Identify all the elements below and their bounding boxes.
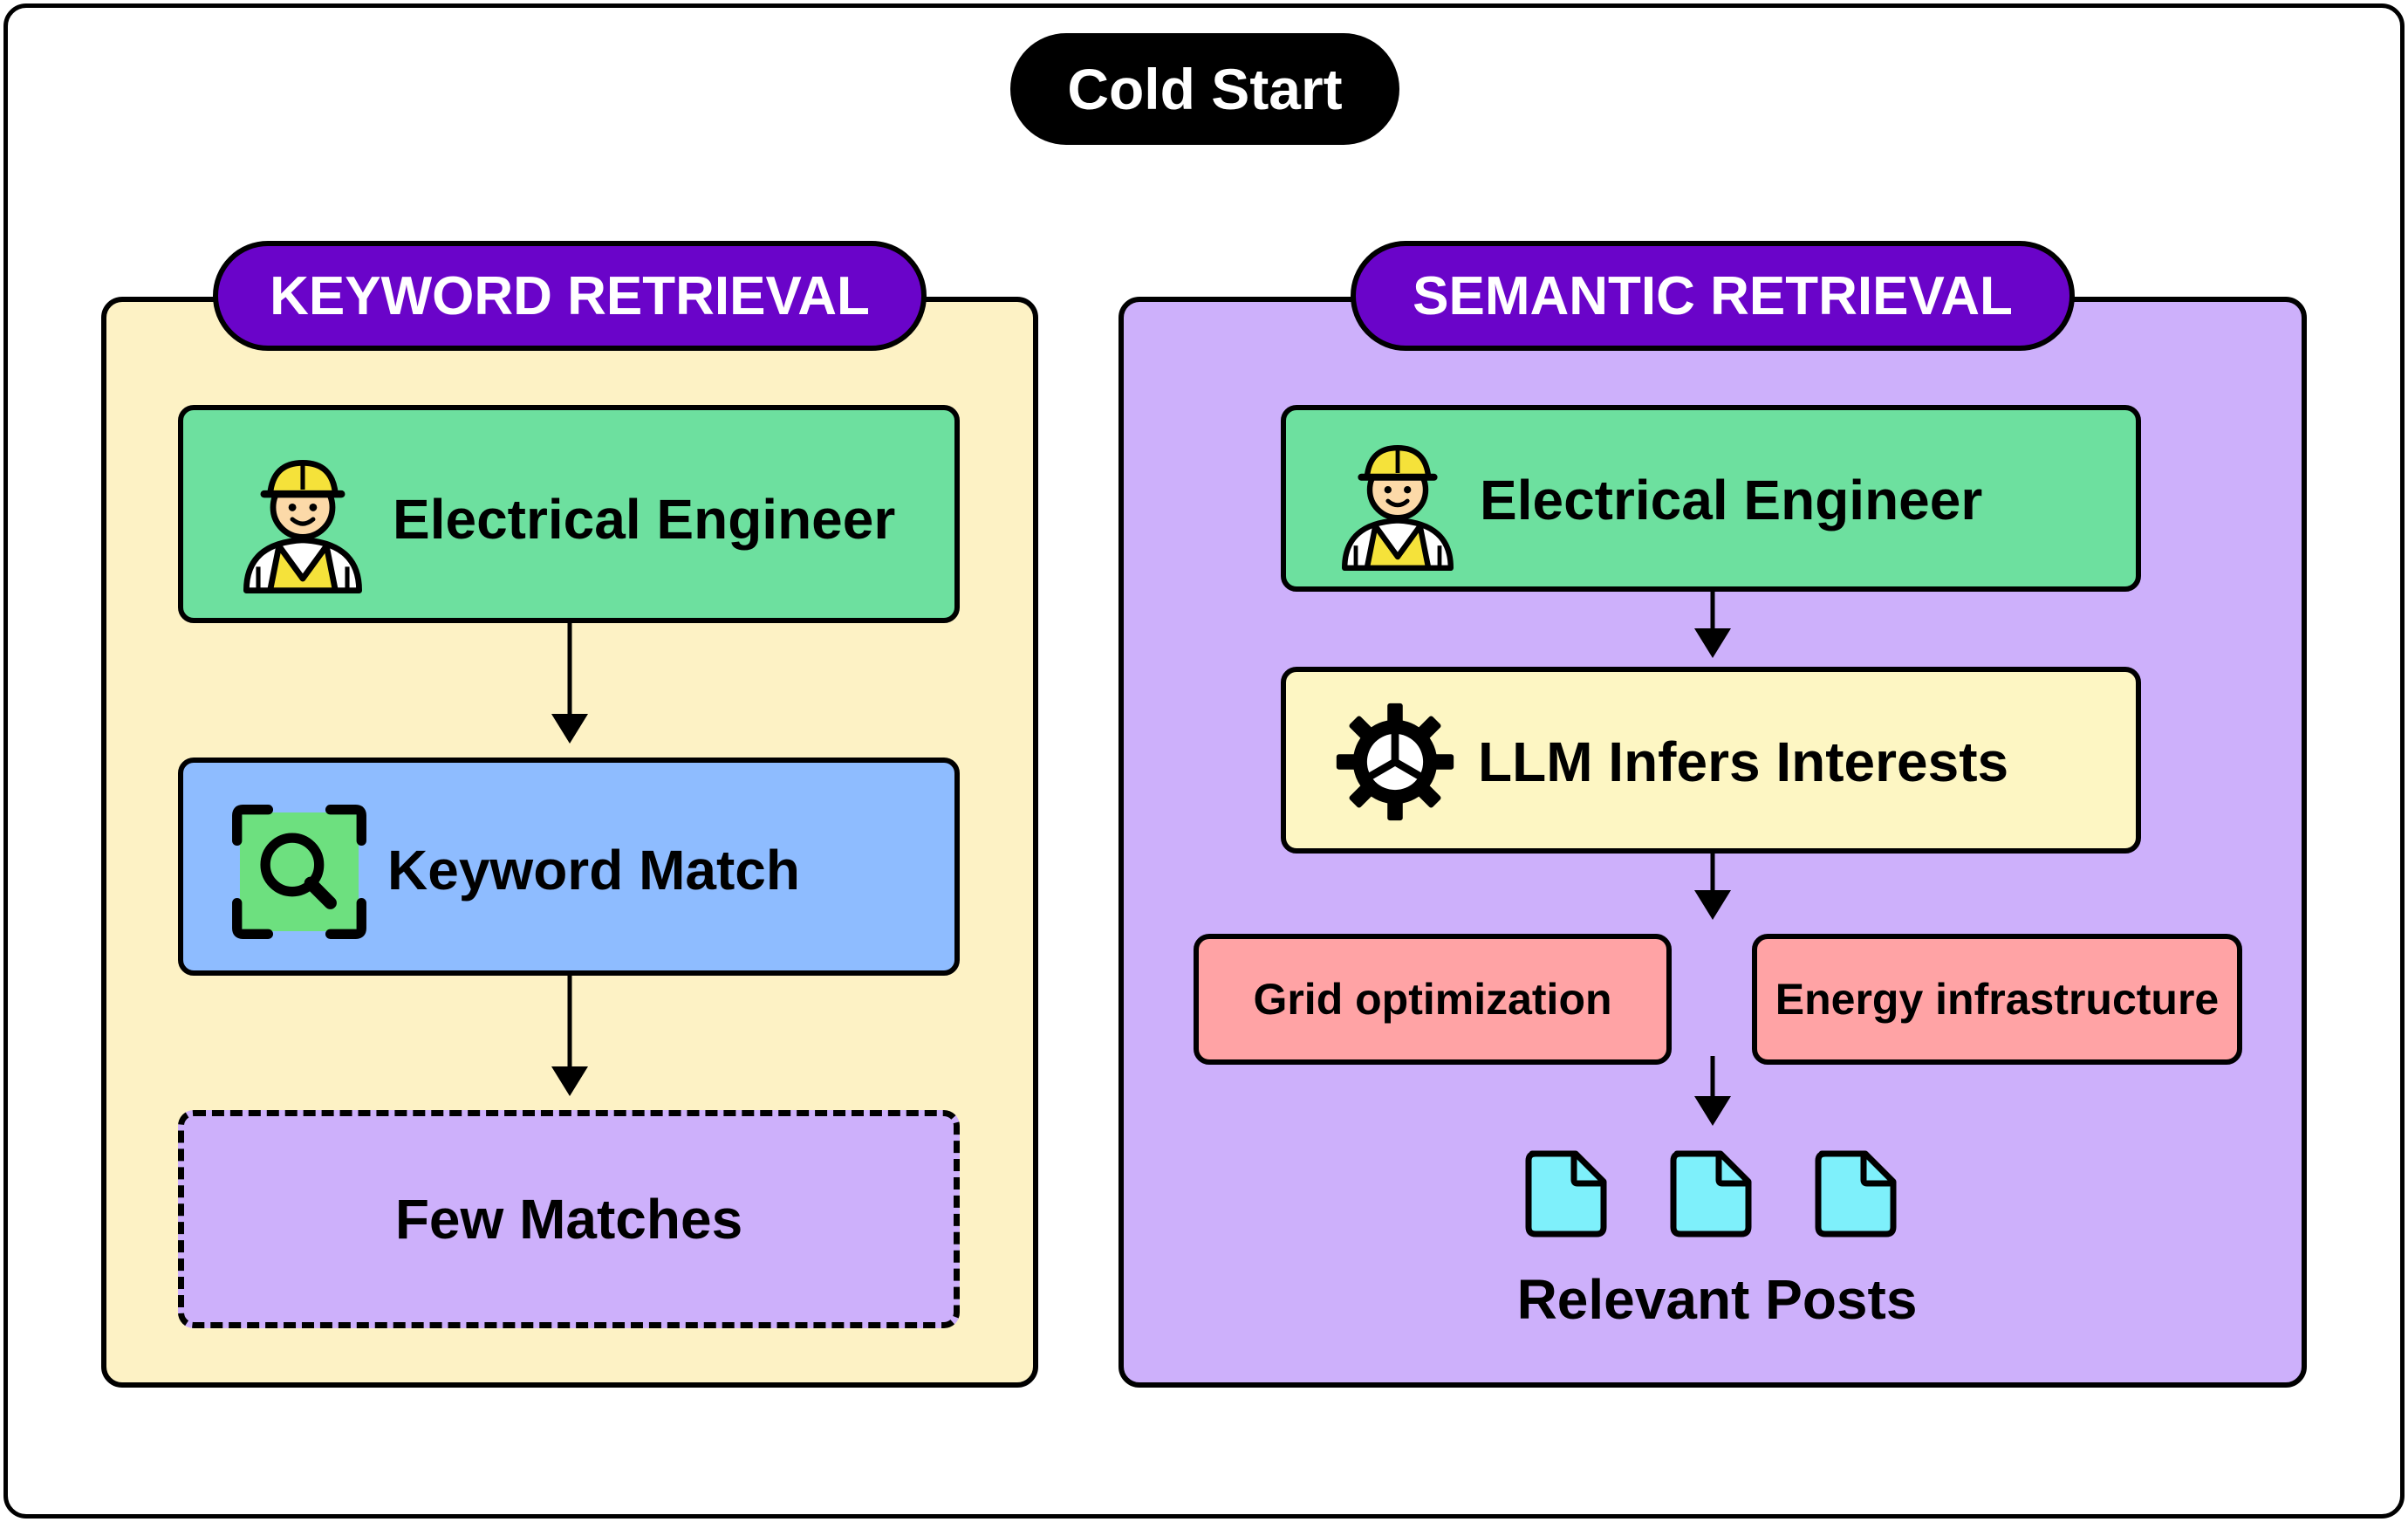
keyword-match-label: Keyword Match bbox=[387, 839, 800, 902]
llm-infers-node: LLM Infers Interests bbox=[1281, 667, 2141, 854]
keyword-retrieval-header: KEYWORD RETRIEVAL bbox=[213, 241, 927, 351]
title-pill: Cold Start bbox=[1010, 33, 1399, 145]
gear-icon bbox=[1336, 703, 1454, 821]
grid-optimization-node: Grid optimization bbox=[1194, 934, 1672, 1065]
semantic-engineer-node: Electrical Engineer bbox=[1281, 405, 2141, 592]
grid-optimization-label: Grid optimization bbox=[1253, 975, 1612, 1024]
relevant-posts-label: Relevant Posts bbox=[1516, 1268, 1918, 1331]
engineer-icon bbox=[243, 460, 362, 593]
semantic-arrow-1 bbox=[1694, 592, 1731, 658]
energy-infrastructure-label: Energy infrastructure bbox=[1775, 975, 2220, 1024]
diagram-frame bbox=[3, 3, 2405, 1519]
keyword-engineer-label: Electrical Engineer bbox=[393, 488, 896, 551]
document-icon bbox=[1815, 1150, 1897, 1237]
few-matches-label: Few Matches bbox=[394, 1188, 743, 1251]
energy-infrastructure-node: Energy infrastructure bbox=[1752, 934, 2242, 1065]
keyword-match-node: Keyword Match bbox=[178, 758, 960, 976]
engineer-icon bbox=[1342, 445, 1454, 571]
keyword-arrow-2 bbox=[551, 976, 588, 1096]
semantic-arrow-3 bbox=[1694, 1056, 1731, 1126]
semantic-arrow-2 bbox=[1694, 854, 1731, 920]
document-icon bbox=[1525, 1150, 1607, 1237]
semantic-retrieval-header: SEMANTIC RETRIEVAL bbox=[1351, 241, 2075, 351]
document-icon bbox=[1670, 1150, 1752, 1237]
keyword-engineer-node: Electrical Engineer bbox=[178, 405, 960, 623]
search-icon bbox=[232, 805, 366, 939]
semantic-engineer-label: Electrical Engineer bbox=[1480, 469, 1983, 531]
keyword-arrow-1 bbox=[551, 623, 588, 744]
llm-infers-label: LLM Infers Interests bbox=[1478, 730, 2009, 793]
few-matches-node: Few Matches bbox=[178, 1110, 960, 1328]
